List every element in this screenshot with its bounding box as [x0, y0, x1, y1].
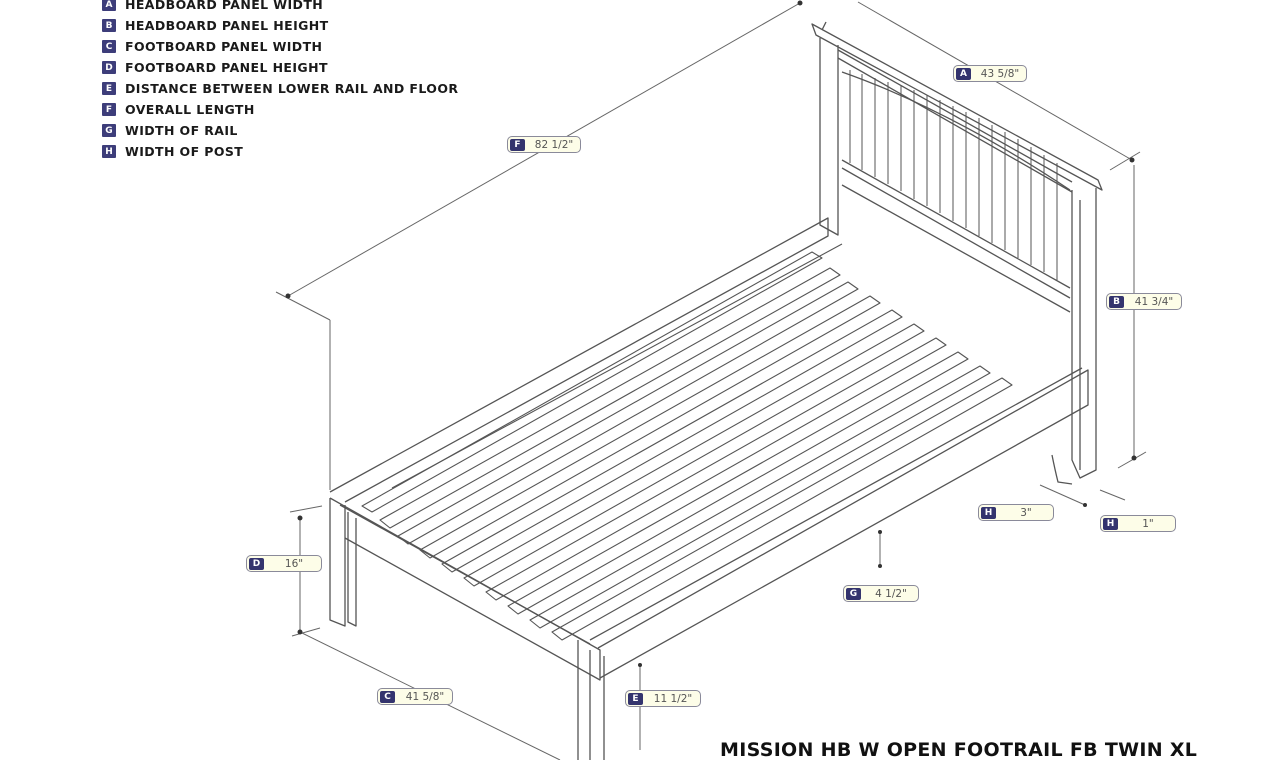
near-rail — [597, 369, 1089, 679]
dimension-line-b — [1117, 165, 1147, 469]
legend-label: FOOTBOARD PANEL HEIGHT — [125, 60, 328, 75]
legend-badge: A — [102, 0, 116, 11]
dimension-value: 11 1/2" — [653, 692, 693, 705]
legend-label: HEADBOARD PANEL WIDTH — [125, 0, 324, 12]
legend-item: G WIDTH OF RAIL — [102, 120, 458, 141]
legend-item: B HEADBOARD PANEL HEIGHT — [102, 15, 458, 36]
dimension-label-b: B 41 3/4" — [1106, 293, 1182, 310]
slats — [361, 243, 1013, 641]
legend-badge: D — [102, 61, 116, 74]
dimension-label-a: A 43 5/8" — [953, 65, 1027, 82]
legend-label: WIDTH OF POST — [125, 144, 244, 159]
dimension-value: 16" — [284, 557, 304, 570]
legend-item: A HEADBOARD PANEL WIDTH — [102, 0, 458, 15]
dimension-value: 4 1/2" — [875, 587, 907, 600]
legend-label: WIDTH OF RAIL — [125, 123, 238, 138]
legend-item: C FOOTBOARD PANEL WIDTH — [102, 36, 458, 57]
legend-badge: C — [102, 40, 116, 53]
legend-badge: F — [102, 103, 116, 116]
dimension-label-h-post: H 3" — [978, 504, 1054, 521]
dimension-label-h-rail: H 1" — [1100, 515, 1176, 532]
legend: A HEADBOARD PANEL WIDTH B HEADBOARD PANE… — [102, 0, 458, 162]
dimension-label-g: G 4 1/2" — [843, 585, 919, 602]
dimension-badge: E — [628, 692, 643, 705]
legend-badge: E — [102, 82, 116, 95]
far-rail — [329, 217, 829, 503]
dimension-value: 82 1/2" — [534, 138, 574, 151]
dimension-dots — [285, 0, 1137, 667]
dimension-badge: G — [846, 587, 861, 600]
legend-item: H WIDTH OF POST — [102, 141, 458, 162]
headboard — [811, 21, 1103, 479]
legend-label: OVERALL LENGTH — [125, 102, 255, 117]
dimension-badge: H — [981, 506, 996, 519]
dimension-value: 41 5/8" — [405, 690, 445, 703]
dimension-badge: H — [1103, 517, 1118, 530]
legend-label: FOOTBOARD PANEL WIDTH — [125, 39, 323, 54]
legend-badge: G — [102, 124, 116, 137]
dimension-badge: C — [380, 690, 395, 703]
legend-label: DISTANCE BETWEEN LOWER RAIL AND FLOOR — [125, 81, 459, 96]
foot-post-left — [329, 498, 346, 627]
dimension-badge: F — [510, 138, 525, 151]
product-title: MISSION HB W OPEN FOOTRAIL FB TWIN XL — [720, 739, 1198, 761]
dimension-value: 41 3/4" — [1134, 295, 1174, 308]
legend-label: HEADBOARD PANEL HEIGHT — [125, 18, 329, 33]
dimension-label-d: D 16" — [246, 555, 322, 572]
legend-item: D FOOTBOARD PANEL HEIGHT — [102, 57, 458, 78]
dimension-badge: D — [249, 557, 264, 570]
dimension-label-c: C 41 5/8" — [377, 688, 453, 705]
dimension-label-e: E 11 1/2" — [625, 690, 701, 707]
dimension-value: 3" — [1020, 506, 1032, 519]
dimension-line-a — [857, 1, 1141, 171]
legend-badge: B — [102, 19, 116, 32]
dimension-badge: A — [956, 67, 971, 80]
footboard-rail — [329, 497, 601, 681]
dimension-value: 1" — [1142, 517, 1154, 530]
dimension-value: 43 5/8" — [980, 67, 1020, 80]
dimension-label-f: F 82 1/2" — [507, 136, 581, 153]
legend-badge: H — [102, 145, 116, 158]
legend-item: E DISTANCE BETWEEN LOWER RAIL AND FLOOR — [102, 78, 458, 99]
dimension-badge: B — [1109, 295, 1124, 308]
legend-item: F OVERALL LENGTH — [102, 99, 458, 120]
